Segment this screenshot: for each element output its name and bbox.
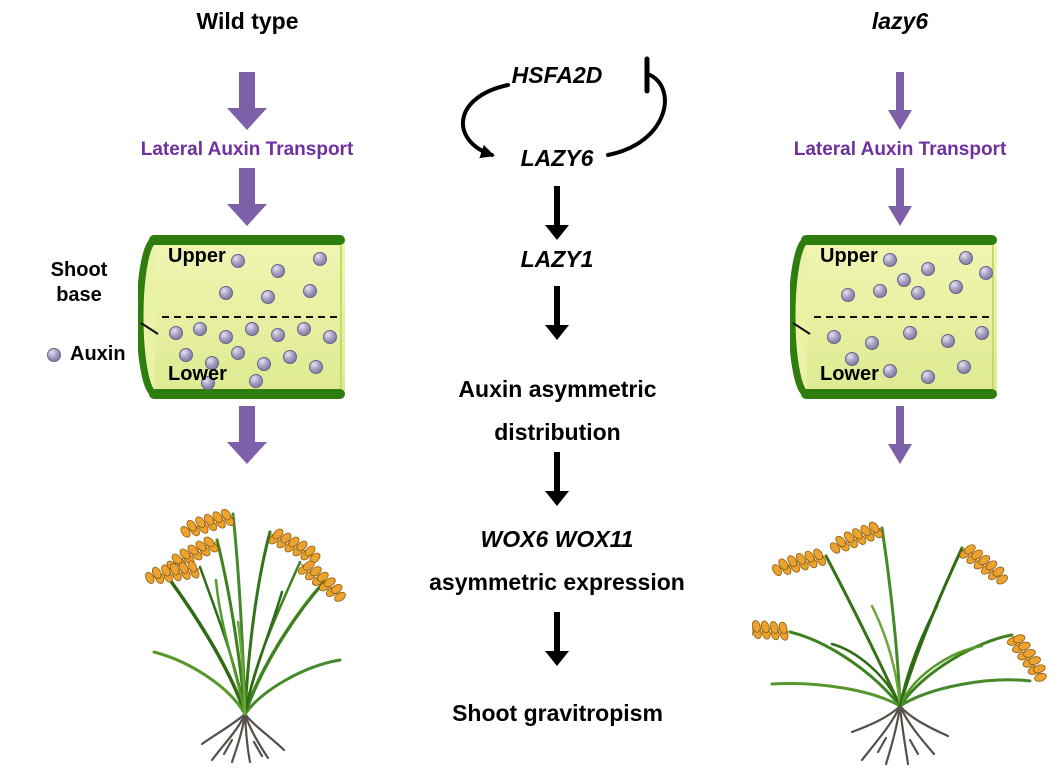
- shoot-gravitropism-label: Shoot gravitropism: [452, 700, 663, 726]
- auxin-dot: [193, 322, 207, 336]
- auxin-dot: [201, 376, 215, 390]
- auxin-dot: [911, 286, 925, 300]
- auxin-dot: [921, 370, 935, 384]
- cylinder-cut-tick: [792, 322, 811, 335]
- lazy6-upper-auxin-dots: [841, 251, 993, 302]
- auxin-dot: [979, 266, 993, 280]
- wild-type-lower-label: Lower: [168, 363, 227, 385]
- down-arrow-purple-thin-3-icon: [888, 406, 912, 464]
- auxin-dot: [271, 328, 285, 342]
- auxin-dot: [957, 360, 971, 374]
- down-arrow-black-3-icon: [545, 452, 569, 506]
- down-arrow-black-1-icon: [545, 186, 569, 240]
- wild-type-plant-illustration: [140, 499, 354, 764]
- feedback-loop: [460, 56, 667, 159]
- lazy6-mutant-title: lazy6: [871, 8, 929, 34]
- lazy6-represses-hsfa2d-curve: [606, 73, 667, 157]
- auxin-legend: Auxin: [46, 342, 126, 367]
- auxin-dot: [897, 273, 911, 287]
- auxin-dot: [169, 326, 183, 340]
- auxin-dot: [883, 364, 897, 378]
- auxin-dot: [205, 356, 219, 370]
- lazy6-transport-label: Lateral Auxin Transport: [793, 139, 1007, 160]
- auxin-dot: [873, 284, 887, 298]
- down-arrow-black-4-icon: [545, 612, 569, 666]
- auxin-dot: [975, 326, 989, 340]
- auxin-dot: [903, 326, 917, 340]
- auxin-dot: [827, 330, 841, 344]
- auxin-dot: [865, 336, 879, 350]
- lazy6-lower-label: Lower: [820, 363, 879, 385]
- auxin-dot: [921, 262, 935, 276]
- auxin-dot: [219, 330, 233, 344]
- lazy6-plant-illustration: [752, 515, 1047, 766]
- wild-type-lower-auxin-dots: [169, 322, 337, 390]
- auxin-dot: [309, 360, 323, 374]
- auxin-dot-icon: [47, 347, 61, 362]
- lazy6-gene-label: LAZY6: [520, 145, 594, 171]
- wild-type-roots: [200, 712, 286, 764]
- auxin-dot: [179, 348, 193, 362]
- wild-type-upper-auxin-dots: [219, 252, 327, 304]
- auxin-dot: [949, 280, 963, 294]
- lazy6-lower-auxin-dots: [827, 326, 989, 384]
- wild-type-shoot-base-cylinder: [138, 235, 345, 399]
- auxin-dot: [297, 322, 311, 336]
- down-arrow-purple-thin-2-icon: [888, 168, 912, 226]
- down-arrow-black-2-icon: [545, 286, 569, 340]
- down-arrow-purple-thick-2-icon: [227, 168, 267, 226]
- auxin-distribution-line2: distribution: [494, 419, 621, 445]
- lazy1-gene-label: LAZY1: [520, 246, 594, 272]
- down-arrow-purple-thick-3-icon: [227, 406, 267, 464]
- auxin-dot: [313, 252, 327, 266]
- wild-type-transport-label: Lateral Auxin Transport: [140, 139, 354, 160]
- auxin-dot: [245, 322, 259, 336]
- lazy6-stems: [770, 526, 1032, 708]
- wild-type-title: Wild type: [196, 8, 299, 34]
- auxin-dot: [261, 290, 275, 304]
- auxin-distribution-line1: Auxin asymmetric: [458, 376, 657, 402]
- auxin-dot: [249, 374, 263, 388]
- wox-expression-label: asymmetric expression: [429, 569, 685, 595]
- auxin-dot: [845, 352, 859, 366]
- auxin-dot: [959, 251, 973, 265]
- wild-type-upper-label: Upper: [168, 245, 226, 267]
- auxin-legend-label: Auxin: [70, 343, 126, 365]
- lazy6-roots: [850, 704, 950, 766]
- auxin-dot: [283, 350, 297, 364]
- cylinder-cut-tick: [140, 322, 159, 335]
- auxin-dot: [231, 346, 245, 360]
- auxin-dot: [219, 286, 233, 300]
- down-arrow-purple-thin-1-icon: [888, 72, 912, 130]
- wild-type-stems: [152, 512, 342, 716]
- auxin-dot: [883, 253, 897, 267]
- lazy6-upper-label: Upper: [820, 245, 878, 267]
- auxin-dot: [323, 330, 337, 344]
- lazy6-panicles: [752, 515, 1047, 688]
- shoot-base-label: Shoot base: [24, 258, 134, 308]
- auxin-dot: [231, 254, 245, 268]
- shoot-base-line2: base: [56, 284, 102, 306]
- down-arrow-purple-thick-1-icon: [227, 72, 267, 130]
- wox-genes-label: WOX6 WOX11: [480, 526, 634, 552]
- lazy6-shoot-base-cylinder: [790, 235, 997, 399]
- auxin-dot: [271, 264, 285, 278]
- hsfa2d-gene-label: HSFA2D: [511, 62, 603, 88]
- auxin-dot: [841, 288, 855, 302]
- auxin-dot: [303, 284, 317, 298]
- wild-type-panicles: [140, 499, 354, 606]
- shoot-base-line1: Shoot: [50, 259, 108, 281]
- auxin-dot: [941, 334, 955, 348]
- auxin-distribution-label: Auxin asymmetric distribution: [410, 368, 705, 454]
- hsfa2d-activates-lazy6-arrow: [460, 83, 510, 159]
- auxin-dot: [257, 357, 271, 371]
